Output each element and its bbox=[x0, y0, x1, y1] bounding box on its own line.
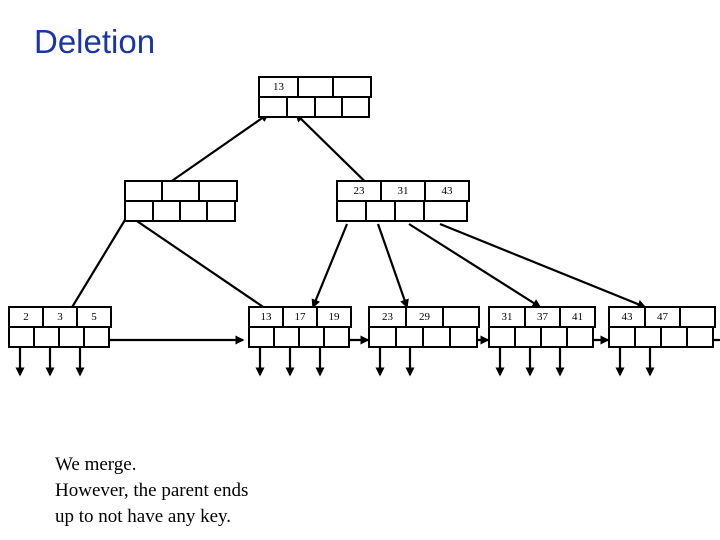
internal-node-right[interactable]: 23 31 43 bbox=[336, 180, 474, 222]
internal-right-pointer-cell-0[interactable] bbox=[336, 200, 367, 222]
leaf-5-pointer-cell-0[interactable] bbox=[608, 326, 636, 348]
caption-line-2: However, the parent ends bbox=[55, 480, 249, 501]
root-node[interactable]: 13 bbox=[258, 76, 374, 118]
root-pointer-row bbox=[258, 96, 374, 118]
root-key-cell-0[interactable]: 13 bbox=[258, 76, 299, 98]
leaf-4-key-cell-2[interactable]: 41 bbox=[559, 306, 596, 328]
edge-right-internal-to-leaf2 bbox=[311, 223, 349, 309]
leaf-node-1[interactable]: 2 3 5 bbox=[8, 306, 116, 348]
leaf-node-2[interactable]: 13 17 19 bbox=[248, 306, 356, 348]
leaf-3-pointer-cell-0[interactable] bbox=[368, 326, 397, 348]
caption-line-3: up to not have any key. bbox=[55, 506, 232, 527]
internal-left-pointer-cell-3[interactable] bbox=[206, 200, 236, 222]
leaf-1-key-cell-1[interactable]: 3 bbox=[42, 306, 78, 328]
leaf-5-pointer-cell-2[interactable] bbox=[660, 326, 688, 348]
leaf-3-key-row: 23 29 bbox=[368, 306, 484, 328]
root-key-row: 13 bbox=[258, 76, 374, 98]
leaf-2-next-pointer-cell[interactable] bbox=[323, 326, 350, 348]
leaf-2-pointer-cell-0[interactable] bbox=[248, 326, 275, 348]
leaf-3-pointer-cell-2[interactable] bbox=[422, 326, 451, 348]
leaf-1-pointer-cell-1[interactable] bbox=[33, 326, 60, 348]
leaf-2-key-cell-0[interactable]: 13 bbox=[248, 306, 284, 328]
leaf-node-3[interactable]: 23 29 bbox=[368, 306, 484, 348]
leaf-1-pointer-cell-0[interactable] bbox=[8, 326, 35, 348]
internal-left-key-cell-1[interactable] bbox=[161, 180, 200, 202]
root-key-cell-2[interactable] bbox=[332, 76, 372, 98]
root-pointer-cell-3[interactable] bbox=[341, 96, 370, 118]
internal-right-key-row: 23 31 43 bbox=[336, 180, 474, 202]
internal-left-key-cell-0[interactable] bbox=[124, 180, 163, 202]
internal-left-pointer-row bbox=[124, 200, 240, 222]
internal-right-key-cell-2[interactable]: 43 bbox=[424, 180, 470, 202]
leaf-4-key-row: 31 37 41 bbox=[488, 306, 600, 328]
root-pointer-cell-2[interactable] bbox=[314, 96, 343, 118]
leaf-1-pointer-cell-2[interactable] bbox=[58, 326, 85, 348]
leaf-4-pointer-row bbox=[488, 326, 600, 348]
leaf-node-5[interactable]: 43 47 bbox=[608, 306, 720, 348]
internal-right-pointer-cell-3[interactable] bbox=[423, 200, 468, 222]
internal-left-key-cell-2[interactable] bbox=[198, 180, 238, 202]
leaf-1-key-row: 2 3 5 bbox=[8, 306, 116, 328]
internal-node-left[interactable] bbox=[124, 180, 240, 222]
leaf-node-4[interactable]: 31 37 41 bbox=[488, 306, 600, 348]
caption-line-1: We merge. bbox=[55, 454, 137, 475]
root-pointer-cell-1[interactable] bbox=[286, 96, 316, 118]
leaf-3-pointer-cell-1[interactable] bbox=[395, 326, 424, 348]
leaf-5-key-cell-2[interactable] bbox=[679, 306, 716, 328]
leaf-2-key-row: 13 17 19 bbox=[248, 306, 356, 328]
leaf-4-next-pointer-cell[interactable] bbox=[566, 326, 594, 348]
leaf-2-key-cell-1[interactable]: 17 bbox=[282, 306, 318, 328]
leaf-5-pointer-cell-1[interactable] bbox=[634, 326, 662, 348]
leaf-1-key-cell-2[interactable]: 5 bbox=[76, 306, 112, 328]
leaf-3-key-cell-2[interactable] bbox=[442, 306, 480, 328]
internal-left-pointer-cell-0[interactable] bbox=[124, 200, 154, 222]
leaf-4-key-cell-0[interactable]: 31 bbox=[488, 306, 526, 328]
leaf-2-pointer-cell-1[interactable] bbox=[273, 326, 300, 348]
leaf-5-key-row: 43 47 bbox=[608, 306, 720, 328]
internal-right-pointer-row bbox=[336, 200, 474, 222]
internal-right-pointer-cell-2[interactable] bbox=[394, 200, 425, 222]
internal-right-key-cell-1[interactable]: 31 bbox=[380, 180, 426, 202]
internal-left-pointer-cell-1[interactable] bbox=[152, 200, 181, 222]
internal-right-pointer-cell-1[interactable] bbox=[365, 200, 396, 222]
internal-left-key-row bbox=[124, 180, 240, 202]
root-key-cell-1[interactable] bbox=[297, 76, 334, 98]
page-title: Deletion bbox=[34, 23, 156, 60]
root-pointer-cell-0[interactable] bbox=[258, 96, 288, 118]
leaf-4-pointer-cell-0[interactable] bbox=[488, 326, 516, 348]
leaf-4-pointer-cell-2[interactable] bbox=[540, 326, 568, 348]
leaf-1-key-cell-0[interactable]: 2 bbox=[8, 306, 44, 328]
leaf-4-pointer-cell-1[interactable] bbox=[514, 326, 542, 348]
leaf-2-pointer-cell-2[interactable] bbox=[298, 326, 325, 348]
leaf-2-pointer-row bbox=[248, 326, 356, 348]
edge-right-internal-to-leaf4 bbox=[408, 223, 542, 308]
leaf-5-next-pointer-cell[interactable] bbox=[686, 326, 714, 348]
leaf-3-pointer-row bbox=[368, 326, 484, 348]
leaf-2-key-cell-2[interactable]: 19 bbox=[316, 306, 352, 328]
leaf-3-key-cell-0[interactable]: 23 bbox=[368, 306, 407, 328]
leaf-1-pointer-row bbox=[8, 326, 116, 348]
edge-right-internal-to-leaf3 bbox=[376, 223, 409, 309]
caption-text: We merge. However, the parent ends up to… bbox=[55, 452, 248, 530]
leaf-3-next-pointer-cell[interactable] bbox=[449, 326, 478, 348]
leaf-5-key-cell-0[interactable]: 43 bbox=[608, 306, 646, 328]
internal-right-key-cell-0[interactable]: 23 bbox=[336, 180, 382, 202]
edge-right-internal-to-leaf5 bbox=[439, 222, 647, 309]
leaf-1-next-pointer-cell[interactable] bbox=[83, 326, 110, 348]
internal-left-pointer-cell-2[interactable] bbox=[179, 200, 208, 222]
leaf-5-pointer-row bbox=[608, 326, 720, 348]
leaf-4-key-cell-1[interactable]: 37 bbox=[524, 306, 561, 328]
leaf-5-key-cell-1[interactable]: 47 bbox=[644, 306, 681, 328]
leaf-3-key-cell-1[interactable]: 29 bbox=[405, 306, 444, 328]
